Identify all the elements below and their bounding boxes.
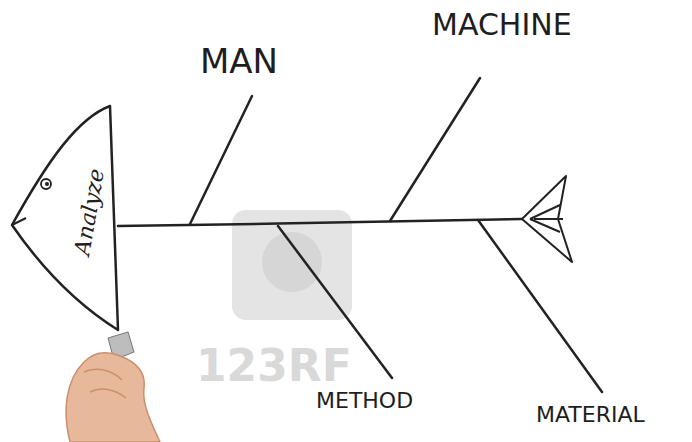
- category-label: MACHINE: [432, 10, 572, 40]
- bone-line: [478, 220, 602, 392]
- fish-tail: [522, 176, 572, 262]
- fish-spine: [118, 219, 522, 226]
- fish-head: Analyze: [8, 100, 124, 336]
- hand-illustration: [66, 332, 160, 442]
- bone-line: [190, 96, 252, 224]
- category-label: MATERIAL: [536, 404, 645, 426]
- category-label: METHOD: [316, 390, 413, 412]
- watermark-icon: [232, 210, 352, 320]
- category-label: MAN: [200, 44, 278, 78]
- head-label: Analyze: [72, 167, 109, 257]
- watermark: 123RF: [196, 344, 352, 388]
- bone-line: [390, 78, 480, 221]
- head-outline: [8, 100, 124, 336]
